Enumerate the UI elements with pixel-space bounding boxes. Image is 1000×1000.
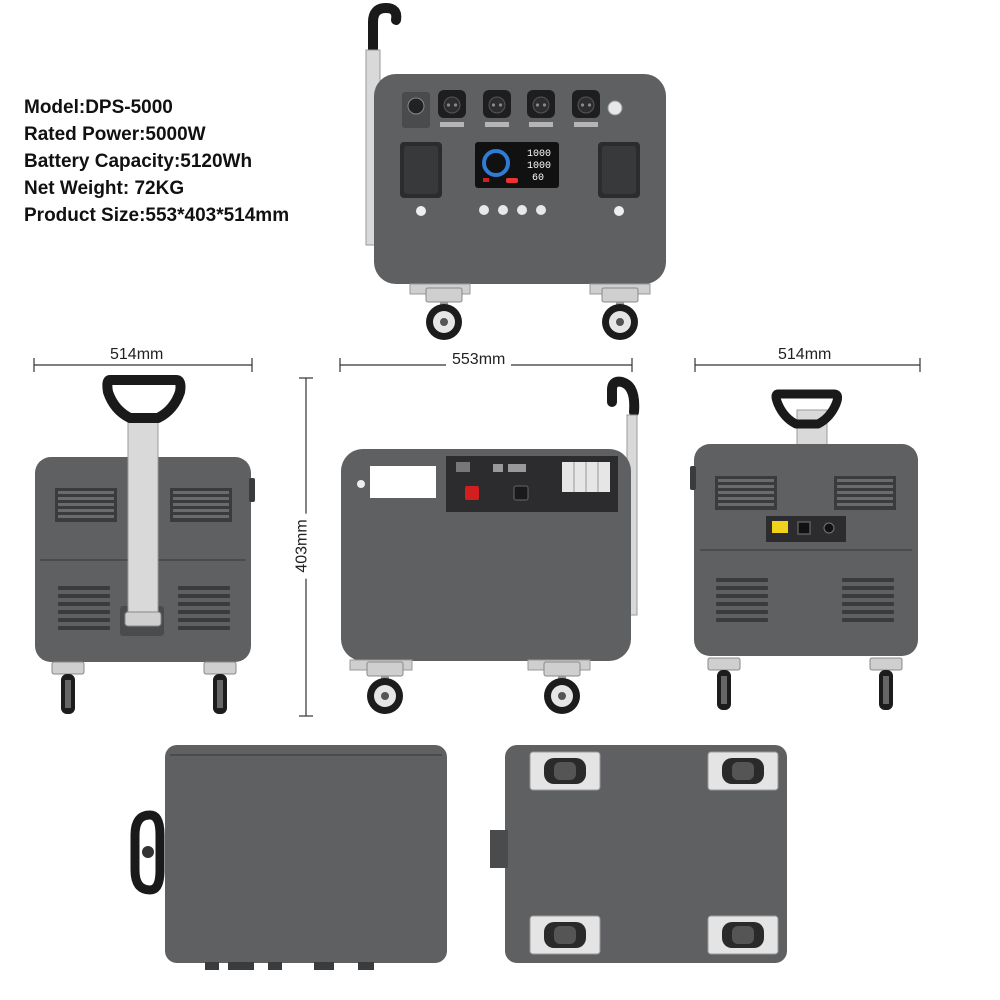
vent-icon: [834, 476, 896, 510]
caster-wheel-icon: [529, 751, 601, 791]
right-side-view: [690, 389, 918, 711]
caster-wheel-icon: [203, 661, 237, 715]
spec-product-size: Product Size:553*403*514mm: [24, 205, 290, 226]
left-side-view: [35, 375, 255, 715]
display-line-1: 1000: [527, 149, 551, 160]
back-view: [341, 376, 640, 715]
caster-wheel-icon: [869, 657, 903, 711]
handle-grip: [771, 389, 843, 429]
spec-battery-capacity: Battery Capacity:5120Wh: [24, 151, 253, 172]
vent-icon: [55, 488, 117, 522]
display-line-3: 60: [532, 173, 544, 184]
caster-wheel-icon: [529, 915, 601, 955]
handle-grip: [607, 376, 640, 417]
vent-icon: [715, 476, 777, 510]
caster-wheel-icon: [425, 287, 463, 341]
handle-grip: [368, 2, 402, 65]
caster-wheel-icon: [601, 287, 639, 341]
top-view: [130, 745, 447, 970]
dim-height: 403mm: [293, 513, 312, 579]
spec-model: Model:DPS-5000: [24, 97, 173, 118]
power-button-icon: [607, 100, 623, 116]
handle-grip: [130, 810, 165, 895]
caster-wheel-icon: [366, 661, 404, 715]
spec-list: Model:DPS-5000 Rated Power:5000W Battery…: [24, 94, 289, 229]
caster-wheel-icon: [707, 657, 741, 711]
display-line-2: 1000: [527, 161, 551, 172]
handle-grip: [102, 375, 186, 423]
spec-net-weight: Net Weight: 72KG: [24, 178, 185, 199]
dim-left-width: 514mm: [104, 346, 170, 364]
caster-wheel-icon: [51, 661, 85, 715]
spec-rated-power: Rated Power:5000W: [24, 124, 206, 145]
dim-right-width: 514mm: [772, 346, 838, 364]
caster-wheel-icon: [707, 915, 779, 955]
dim-center-width: 553mm: [446, 351, 512, 369]
caster-wheel-icon: [707, 751, 779, 791]
caster-wheel-icon: [543, 661, 581, 715]
vent-icon: [170, 488, 232, 522]
bottom-view: [490, 745, 787, 963]
front-view: 1000 1000 60: [365, 2, 666, 341]
